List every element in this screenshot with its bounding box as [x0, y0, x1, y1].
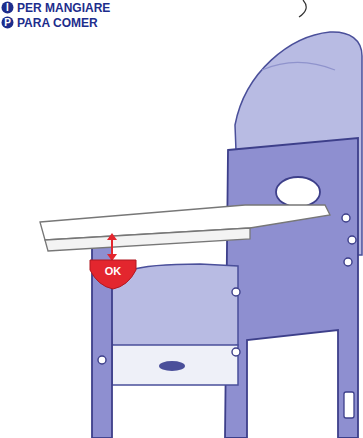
side-frame — [225, 138, 358, 438]
badge-circle — [2, 17, 14, 29]
arrow-head — [107, 233, 117, 240]
latch — [344, 392, 354, 418]
screw — [98, 356, 106, 364]
callout-curve — [299, 0, 306, 17]
seat-base — [112, 345, 238, 385]
heading-label: PER MANGIARE — [17, 2, 110, 14]
tray-front — [45, 228, 250, 251]
heading-label: PARA COMER — [17, 17, 98, 29]
logo-badge — [159, 361, 185, 371]
language-letter: P — [4, 18, 11, 28]
cushion-seam — [262, 63, 335, 71]
frame-hole — [276, 177, 320, 207]
ok-badge: OK — [88, 258, 138, 290]
shield-shape — [90, 260, 136, 289]
language-letter: I — [6, 3, 9, 13]
screw — [344, 258, 352, 266]
screw — [232, 288, 240, 296]
badge-circle — [2, 2, 14, 14]
screw — [348, 236, 356, 244]
screws — [98, 214, 356, 364]
ok-text: OK — [105, 266, 122, 277]
language-badge: I — [1, 1, 14, 14]
screw — [342, 214, 350, 222]
language-badge: P — [1, 16, 14, 29]
screw — [232, 348, 240, 356]
